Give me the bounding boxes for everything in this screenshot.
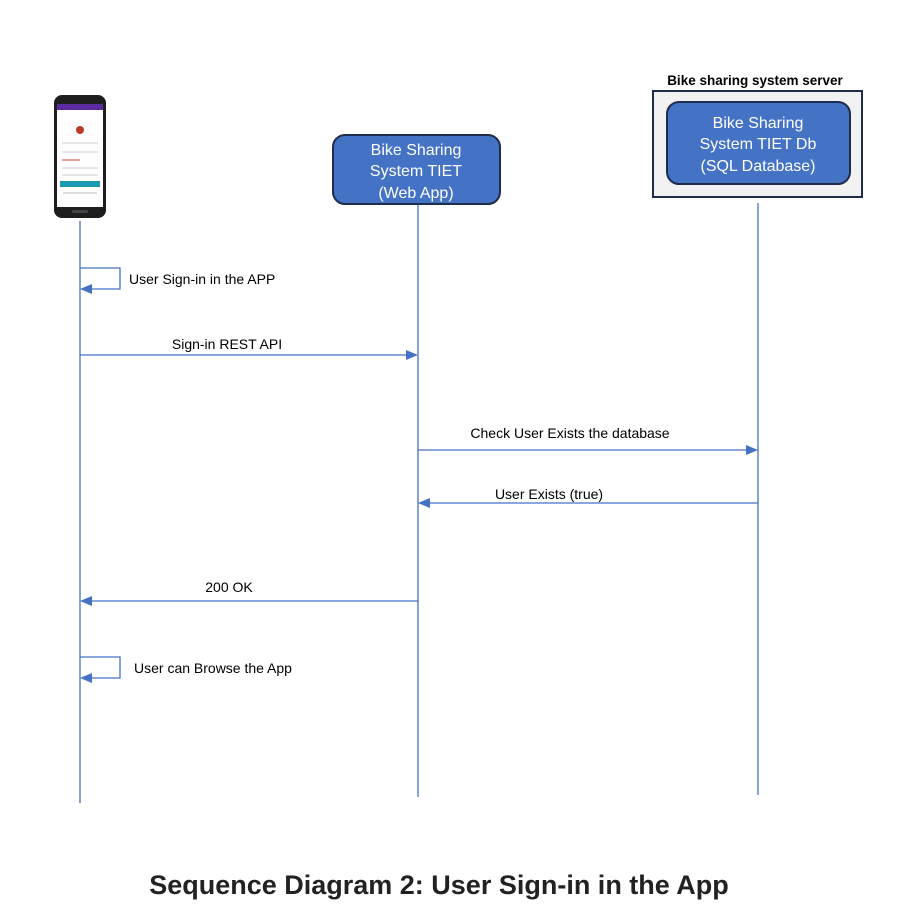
message-label-user-exists-true: User Exists (true) — [495, 486, 603, 502]
message-check-user-exists: Check User Exists the database — [418, 425, 758, 455]
web-app-participant: Bike Sharing System TIET (Web App) — [332, 134, 501, 205]
message-user-can-browse: User can Browse the App — [80, 656, 292, 683]
message-label-check-user-exists: Check User Exists the database — [470, 425, 669, 441]
message-sign-in-rest-api: Sign-in REST API — [80, 336, 418, 360]
web-app-label-line-3: (Web App) — [378, 185, 453, 202]
web-app-label-line-1: Bike Sharing — [371, 142, 462, 159]
server-group-title: Bike sharing system server — [667, 73, 843, 88]
database-label-line-3: (SQL Database) — [700, 158, 815, 175]
message-label-user-can-browse: User can Browse the App — [134, 660, 292, 676]
database-label-line-2: System TIET Db — [700, 136, 817, 153]
message-label-sign-in-rest-api: Sign-in REST API — [172, 336, 282, 352]
database-label-line-1: Bike Sharing — [713, 115, 804, 132]
message-label-200-ok: 200 OK — [205, 579, 253, 595]
web-app-label-line-2: System TIET — [370, 163, 462, 180]
message-200-ok: 200 OK — [80, 579, 418, 606]
mobile-app-participant — [54, 95, 106, 218]
message-label-user-sign-in: User Sign-in in the APP — [129, 271, 275, 287]
message-user-sign-in: User Sign-in in the APP — [80, 267, 275, 294]
database-participant: Bike Sharing System TIET Db (SQL Databas… — [666, 101, 851, 185]
diagram-caption: Sequence Diagram 2: User Sign-in in the … — [149, 870, 729, 900]
message-user-exists-true: User Exists (true) — [418, 486, 758, 508]
